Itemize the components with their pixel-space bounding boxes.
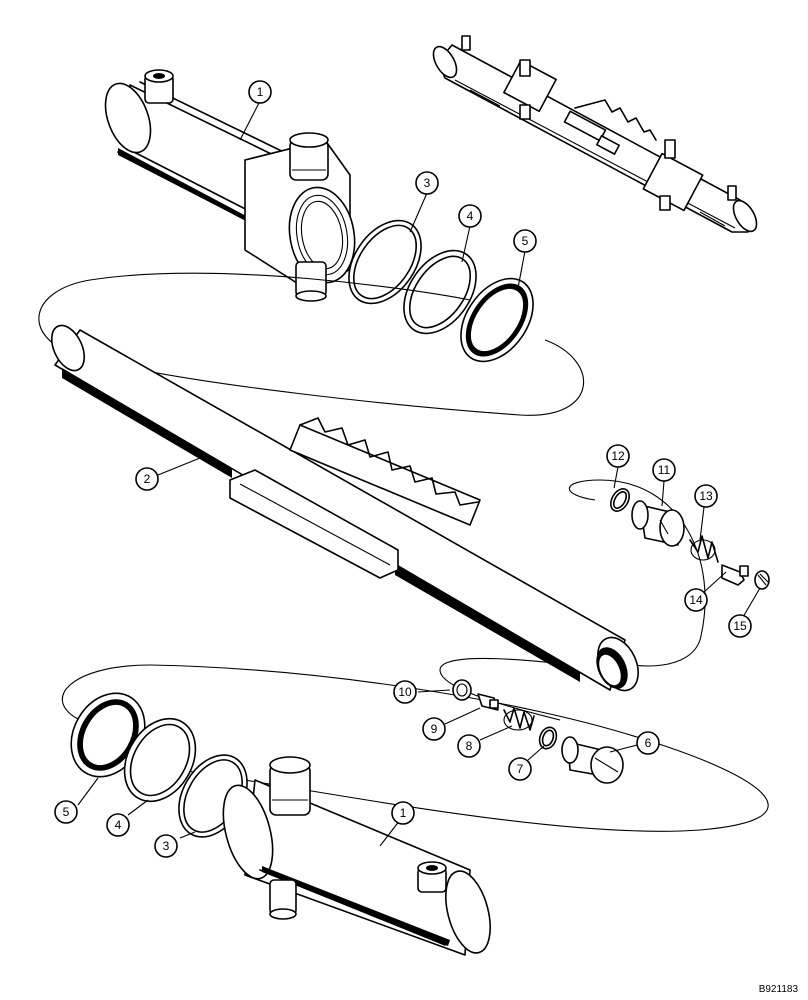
svg-text:13: 13 — [699, 489, 713, 503]
svg-text:3: 3 — [163, 839, 170, 853]
seal-5-bottom — [70, 692, 146, 778]
svg-text:4: 4 — [115, 818, 122, 832]
cylinder-housing-bottom — [222, 756, 491, 956]
seal-5-top — [460, 277, 534, 363]
callout-4-top: 4 — [458, 204, 482, 228]
callout-7: 7 — [508, 757, 532, 781]
svg-text:5: 5 — [63, 805, 70, 819]
backup-ring-4-bottom — [123, 717, 197, 803]
svg-text:8: 8 — [466, 739, 473, 753]
plug-10 — [452, 679, 472, 701]
callout-9: 9 — [422, 717, 446, 741]
callout-8: 8 — [457, 734, 481, 758]
callout-5-top: 5 — [513, 229, 537, 253]
valve-seat-11 — [631, 500, 685, 547]
callout-4-bottom: 4 — [106, 813, 130, 837]
callout-12: 12 — [606, 444, 630, 468]
callout-2: 2 — [135, 467, 159, 491]
callout-11: 11 — [652, 458, 676, 482]
callout-1-top: 1 — [248, 80, 272, 104]
group-loop-valve-upper — [568, 479, 706, 667]
cylinder-housing-top — [104, 69, 356, 302]
poppet-9 — [477, 693, 499, 711]
svg-text:2: 2 — [144, 472, 151, 486]
svg-text:9: 9 — [431, 722, 438, 736]
callout-10: 10 — [393, 680, 417, 704]
svg-text:4: 4 — [467, 209, 474, 223]
svg-text:5: 5 — [522, 234, 529, 248]
spring-13 — [689, 535, 719, 563]
svg-text:10: 10 — [398, 685, 412, 699]
assembled-cylinder-view — [432, 35, 758, 233]
backup-ring-4-top — [403, 249, 477, 335]
svg-text:1: 1 — [400, 806, 407, 820]
group-loop-bottom — [61, 664, 769, 832]
svg-text:11: 11 — [658, 463, 671, 477]
o-ring-3-top — [348, 219, 422, 305]
spring-8 — [503, 707, 535, 731]
callout-5-bottom: 5 — [54, 800, 78, 824]
svg-text:6: 6 — [645, 736, 652, 750]
callout-6: 6 — [636, 731, 660, 755]
poppet-14 — [721, 564, 749, 586]
o-ring-7 — [538, 726, 558, 750]
svg-text:15: 15 — [733, 619, 747, 633]
svg-text:7: 7 — [517, 762, 524, 776]
svg-text:1: 1 — [257, 85, 264, 99]
o-ring-12 — [610, 488, 630, 512]
drawing-reference-code: B921183 — [759, 984, 799, 995]
plug-15 — [754, 570, 770, 590]
callout-3-bottom: 3 — [154, 834, 178, 858]
callout-13: 13 — [694, 484, 718, 508]
leader-lines — [77, 100, 761, 847]
callout-1-bottom: 1 — [391, 801, 415, 825]
valve-seat-6 — [561, 736, 624, 784]
piston-rack-2 — [50, 324, 639, 692]
callout-14: 14 — [684, 588, 708, 612]
svg-text:14: 14 — [689, 593, 703, 607]
callout-3-top: 3 — [415, 171, 439, 195]
svg-text:3: 3 — [424, 176, 431, 190]
svg-text:12: 12 — [611, 449, 625, 463]
callout-15: 15 — [728, 614, 752, 638]
